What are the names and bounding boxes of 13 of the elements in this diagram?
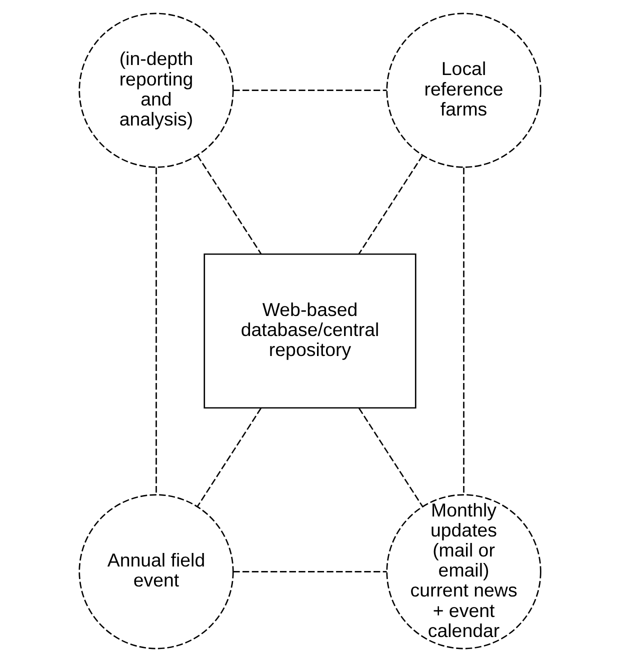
connector [463,168,464,495]
node-circle: Local reference farms [386,12,542,168]
connector [358,155,424,254]
connector [196,408,262,508]
node-circle: Monthly updates (mail or email) current news + event calendar [386,494,542,650]
connector [156,168,157,495]
node-circle: (in-depth reporting and analysis) [78,12,234,168]
node-box: Web-based database/central repository [204,253,416,409]
connector [233,571,387,572]
connector [358,408,424,508]
node-circle: Annual field event [78,494,234,650]
connector [233,90,387,91]
connector [196,155,262,254]
